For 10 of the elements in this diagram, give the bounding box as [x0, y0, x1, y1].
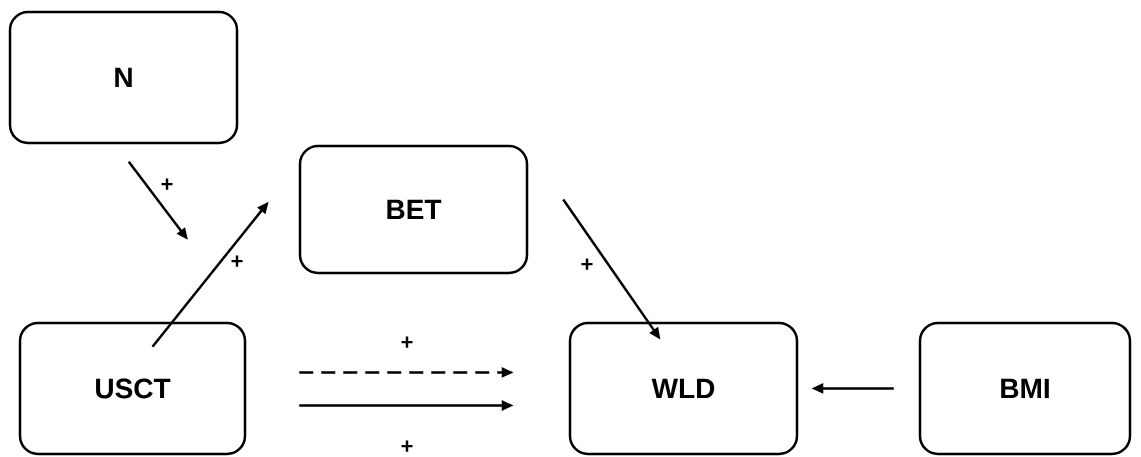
process-box: BMI [918, 321, 1132, 456]
edge-label: + [579, 257, 595, 273]
edge-label: + [399, 335, 415, 351]
process-box: USCT [18, 321, 247, 456]
process-box: BET [298, 144, 529, 275]
process-box: N [8, 10, 239, 145]
edge-label: + [399, 439, 415, 455]
edge-label: + [159, 177, 175, 193]
process-box: WLD [568, 321, 799, 456]
edge-label: + [229, 254, 245, 270]
